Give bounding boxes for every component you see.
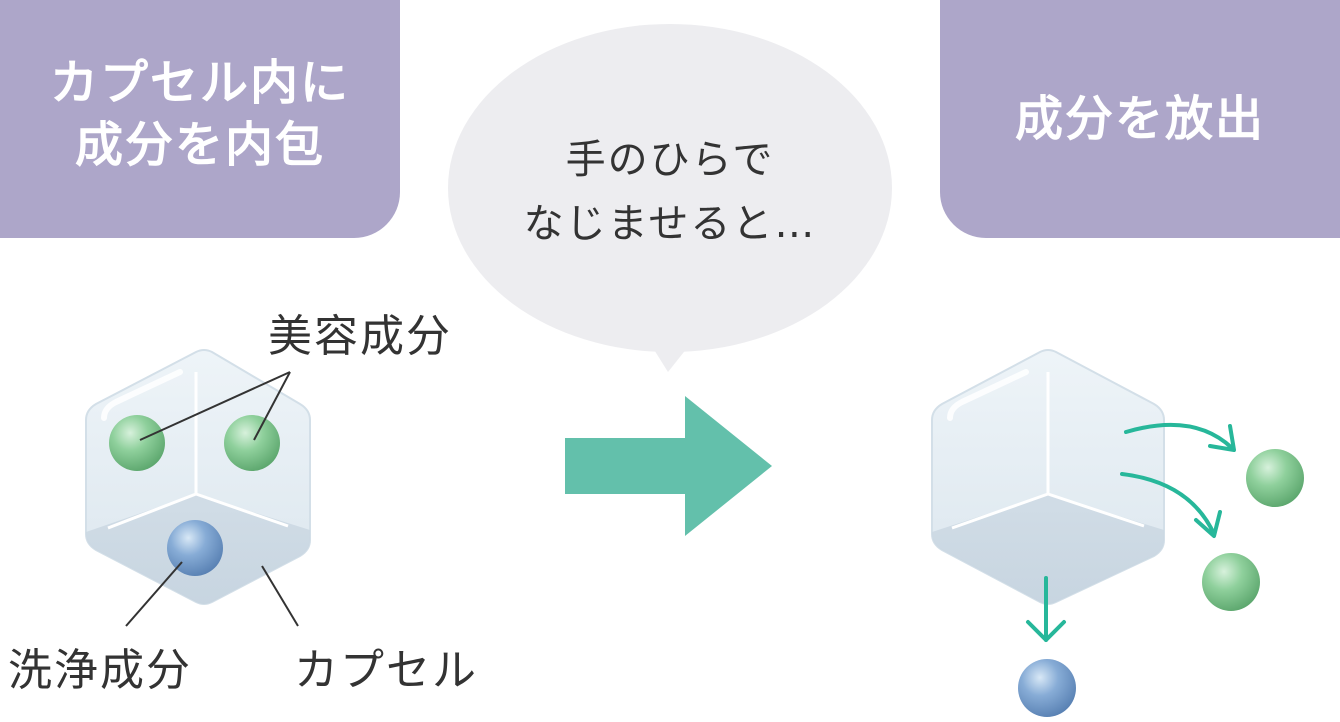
left-header-line1: カプセル内に [49, 55, 350, 111]
beauty-ingredient-ball-left [109, 415, 165, 471]
down-arrow-icon [1026, 576, 1066, 642]
left-header-box [0, 0, 400, 238]
curved-arrow-icon-2 [1120, 472, 1222, 538]
released-capsule-icon [931, 349, 1165, 605]
leader-lines [125, 371, 299, 627]
beauty-ingredient-label: 美容成分 [268, 311, 452, 362]
released-beauty-ball-1 [1246, 449, 1304, 507]
left-header-text: カプセル内に 成分を内包 [0, 52, 400, 176]
released-cleansing-ball [1018, 659, 1076, 717]
speech-bubble-text: 手のひらで なじませると… [450, 128, 890, 256]
speech-bubble-line2: なじませると… [523, 201, 817, 247]
right-arrow-icon [565, 396, 772, 536]
beauty-ingredient-ball-right [224, 415, 280, 471]
capsule-label: カプセル [294, 645, 478, 696]
curved-arrow-icon [1124, 422, 1236, 452]
speech-bubble [448, 24, 892, 372]
right-header-text: 成分を放出 [1014, 91, 1265, 147]
speech-bubble-line1: 手のひらで [565, 137, 775, 183]
released-beauty-ball-2 [1202, 553, 1260, 611]
cleansing-ingredient-ball [167, 520, 223, 576]
right-header-box [940, 0, 1340, 238]
cleansing-ingredient-label: 洗浄成分 [8, 645, 192, 696]
left-header-line2: 成分を内包 [74, 117, 325, 173]
